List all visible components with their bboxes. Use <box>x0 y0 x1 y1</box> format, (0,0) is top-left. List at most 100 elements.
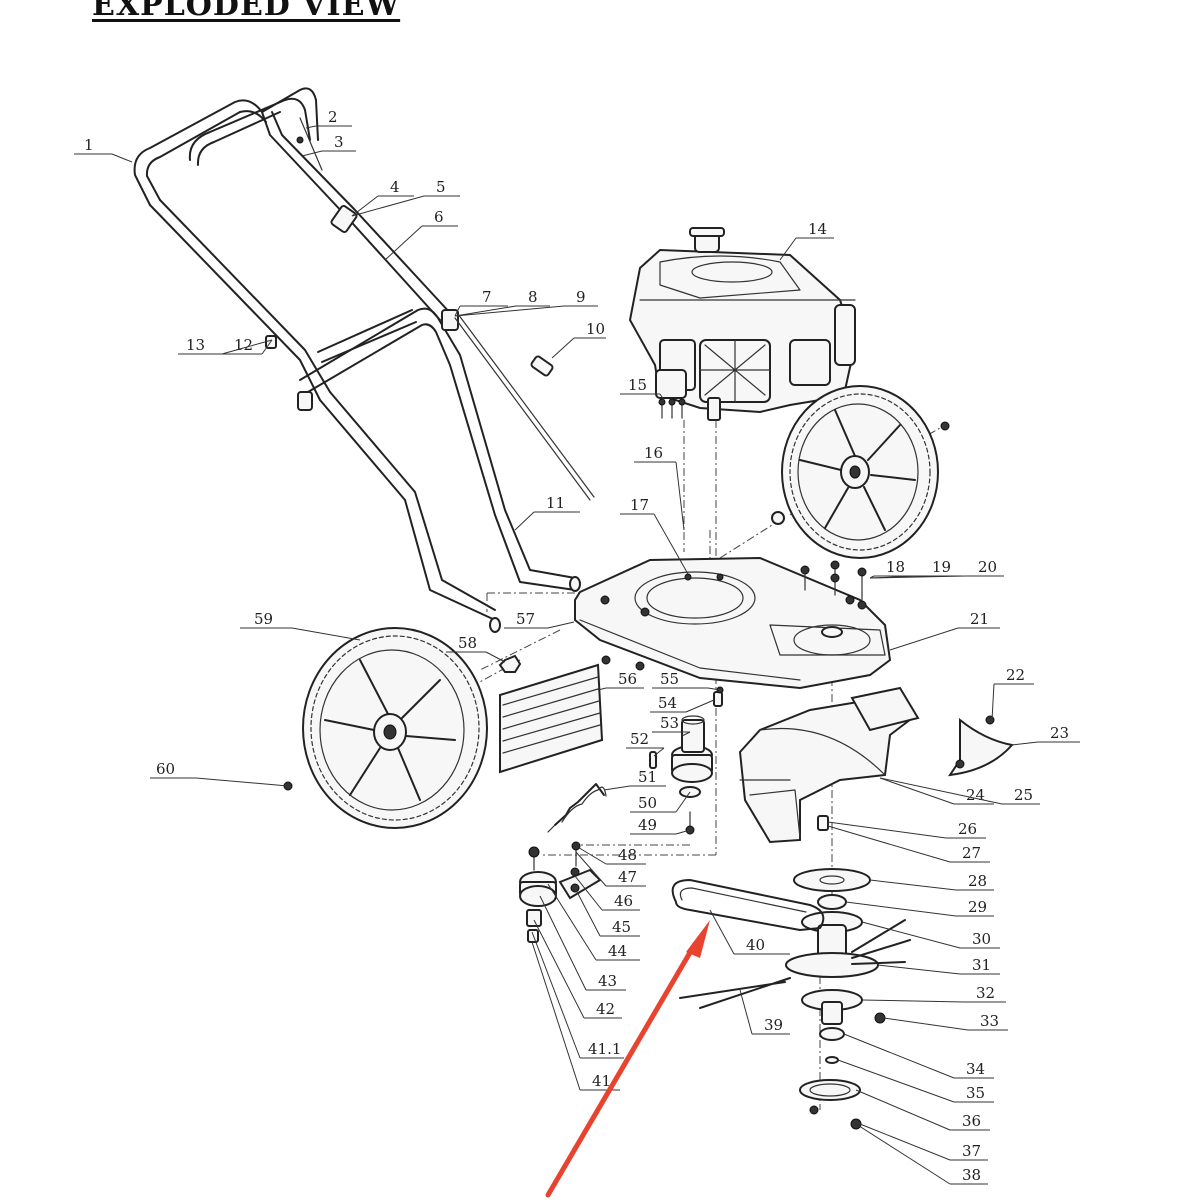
callout-number: 54 <box>658 694 677 712</box>
callout-number: 60 <box>156 760 175 778</box>
callout-number: 45 <box>612 918 631 936</box>
callout-number: 29 <box>968 898 987 916</box>
callout-leader <box>111 153 133 163</box>
callout-21: 21 <box>889 610 1000 651</box>
callout-number: 37 <box>962 1142 981 1160</box>
callout-number: 40 <box>746 936 765 954</box>
callout-53: 53 <box>652 714 691 737</box>
callout-leader <box>991 683 995 721</box>
engine-bolts <box>658 398 686 419</box>
callout-leader <box>879 777 1003 805</box>
callout-number: 17 <box>630 496 649 514</box>
callout-number: 39 <box>764 1016 783 1034</box>
callout-22: 22 <box>991 666 1034 721</box>
callout-leader <box>675 791 691 813</box>
callout-number: 31 <box>972 956 991 974</box>
callout-leader <box>547 621 575 629</box>
callout-9: 9 <box>454 288 598 317</box>
callout-31: 31 <box>877 956 1000 975</box>
callout-48: 48 <box>575 845 646 865</box>
rubber-guard <box>499 663 604 774</box>
callout-leader <box>221 339 273 355</box>
callout-leader <box>889 627 959 651</box>
callout-number: 57 <box>516 610 535 628</box>
callout-leader <box>659 393 665 401</box>
callout-number: 26 <box>958 820 977 838</box>
callout-leader <box>454 305 461 317</box>
cutter-guard <box>738 686 1014 844</box>
callout-number: 53 <box>660 714 679 732</box>
callout-57: 57 <box>504 610 575 629</box>
callout-number: 48 <box>618 846 637 864</box>
callout-leader <box>531 931 581 1059</box>
callout-number: 23 <box>1050 724 1069 742</box>
callout-50: 50 <box>630 791 691 813</box>
callout-leader <box>869 575 967 579</box>
callout-46: 46 <box>574 875 640 911</box>
callout-47: 47 <box>575 851 646 887</box>
callout-54: 54 <box>650 694 715 713</box>
callout-leader <box>879 777 955 805</box>
mower-deck <box>574 556 892 690</box>
callout-number: 22 <box>1006 666 1025 684</box>
engine <box>628 227 857 421</box>
callout-leader <box>574 887 601 937</box>
callout-number: 1 <box>84 136 94 154</box>
callout-leader <box>454 305 565 317</box>
callout-leader <box>861 999 965 1003</box>
callout-41-1: 41.1 <box>531 931 624 1059</box>
callout-10: 10 <box>551 320 606 359</box>
callout-58: 58 <box>446 634 506 663</box>
callout-15: 15 <box>620 376 665 401</box>
callout-leader <box>685 699 715 713</box>
callout-1: 1 <box>74 136 133 163</box>
callout-5: 5 <box>351 178 460 217</box>
callout-leader <box>291 627 361 641</box>
callout-number: 10 <box>586 320 605 338</box>
callout-2: 2 <box>305 108 352 129</box>
callout-23: 23 <box>1011 724 1080 746</box>
callout-number: 11 <box>546 494 565 512</box>
callout-number: 4 <box>390 178 400 196</box>
callout-16: 16 <box>634 444 685 531</box>
page-title: EXPLODED VIEW <box>92 0 401 23</box>
callout-number: 6 <box>434 208 444 226</box>
callout-leader <box>301 150 323 157</box>
callout-27: 27 <box>827 825 990 863</box>
callout-leader <box>675 829 691 835</box>
callout-leader <box>827 821 947 839</box>
callout-leader <box>827 825 951 863</box>
callout-28: 28 <box>869 872 994 891</box>
callout-leader <box>261 339 273 355</box>
callout-38: 38 <box>855 1123 988 1185</box>
callout-25: 25 <box>879 777 1040 805</box>
left-wheel <box>283 627 522 829</box>
callout-leader <box>384 225 423 261</box>
callout-30: 30 <box>861 921 1000 949</box>
callout-leader <box>877 964 961 975</box>
callout-leader <box>351 195 425 217</box>
callout-number: 2 <box>328 108 338 126</box>
callout-leader <box>539 895 587 991</box>
callout-number: 8 <box>528 288 538 306</box>
handle-assembly <box>133 87 595 633</box>
callout-45: 45 <box>574 887 640 937</box>
callout-leader <box>485 651 506 663</box>
callout-leader <box>653 513 689 575</box>
callout-number: 3 <box>334 133 344 151</box>
callout-6: 6 <box>384 208 458 261</box>
callout-number: 25 <box>1014 786 1033 804</box>
spindle-assembly <box>679 815 911 1130</box>
callout-4: 4 <box>351 178 414 217</box>
callout-number: 32 <box>976 984 995 1002</box>
drive-belt <box>671 879 825 931</box>
callout-number: 16 <box>644 444 663 462</box>
callout-36: 36 <box>855 1089 990 1131</box>
callout-number: 20 <box>978 558 997 576</box>
callout-leader <box>195 777 289 787</box>
callout-11: 11 <box>514 494 580 531</box>
callout-leader <box>739 989 753 1035</box>
callout-leader <box>855 1123 951 1185</box>
callout-13: 13 <box>178 336 273 355</box>
callout-leader <box>869 879 957 891</box>
